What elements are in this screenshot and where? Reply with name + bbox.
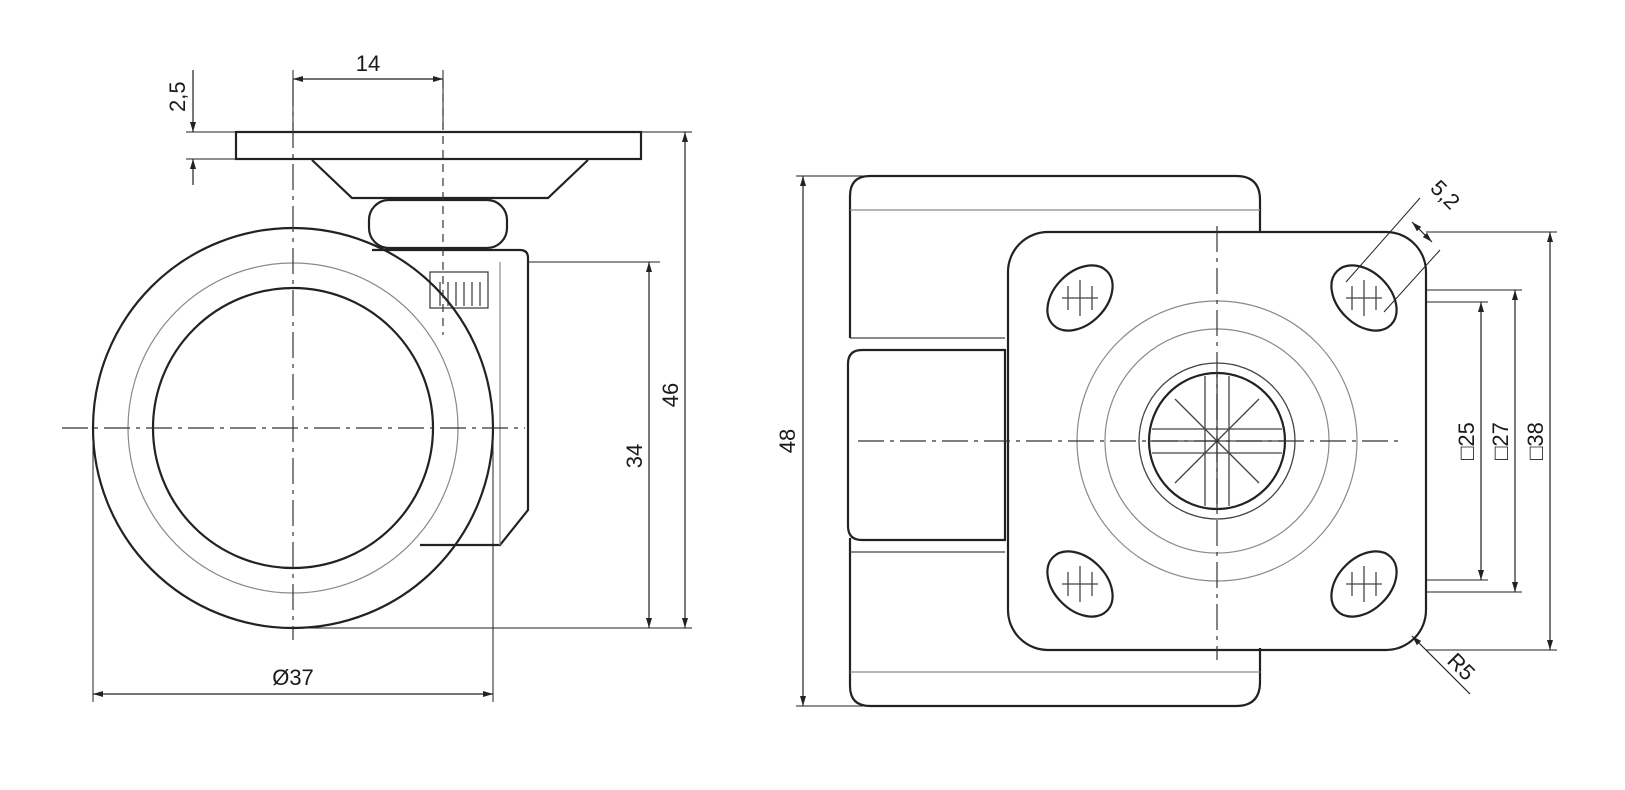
bolt-hole-top-right (1330, 264, 1398, 332)
mounting-plate (234, 130, 643, 161)
dim-wheel-diameter-label: Ø37 (272, 665, 314, 690)
dim-square-38: □38 (1426, 231, 1557, 651)
dim-corner-radius-label: R5 (1443, 648, 1481, 686)
dim-corner-radius: R5 (1411, 635, 1481, 695)
dim-plate-thickness-label: 2,5 (165, 81, 190, 112)
swivel-neck (367, 198, 509, 250)
dim-mount-offset: 14 (292, 51, 444, 130)
fork-top-outline-bottom (870, 648, 1262, 708)
dim-square-27-label: □27 (1488, 422, 1513, 460)
dim-square-25-label: □25 (1454, 422, 1479, 460)
wheel-segment (846, 348, 1007, 542)
top-view: 48 5,2 R5 □25 □27 (775, 174, 1557, 708)
bolt-hole-bottom-left (1046, 550, 1114, 618)
dim-total-height-label: 46 (658, 383, 683, 407)
bolt-hole-top-left (1046, 264, 1114, 332)
dim-square-25: □25 (1426, 301, 1488, 581)
swivel-cone (311, 159, 589, 200)
dim-square-38-label: □38 (1523, 422, 1548, 460)
dim-wheel-diameter: Ø37 (92, 428, 494, 702)
dim-axle-height: 34 (528, 261, 660, 628)
bolt-hole-bottom-right (1330, 550, 1398, 618)
dim-plate-width: 48 (775, 175, 870, 707)
dim-plate-thickness: 2,5 (165, 70, 236, 185)
dim-plate-width-label: 48 (775, 429, 800, 453)
dim-square-27: □27 (1426, 289, 1522, 593)
fork-body (372, 248, 530, 547)
side-view: 2,5 14 46 34 Ø37 (62, 51, 692, 702)
dim-mount-offset-label: 14 (356, 51, 380, 76)
dim-hole-size-label: 5,2 (1426, 175, 1465, 214)
bolt-holes (1046, 264, 1398, 618)
fork-top-outline (870, 174, 1262, 232)
dim-axle-height-label: 34 (622, 444, 647, 468)
